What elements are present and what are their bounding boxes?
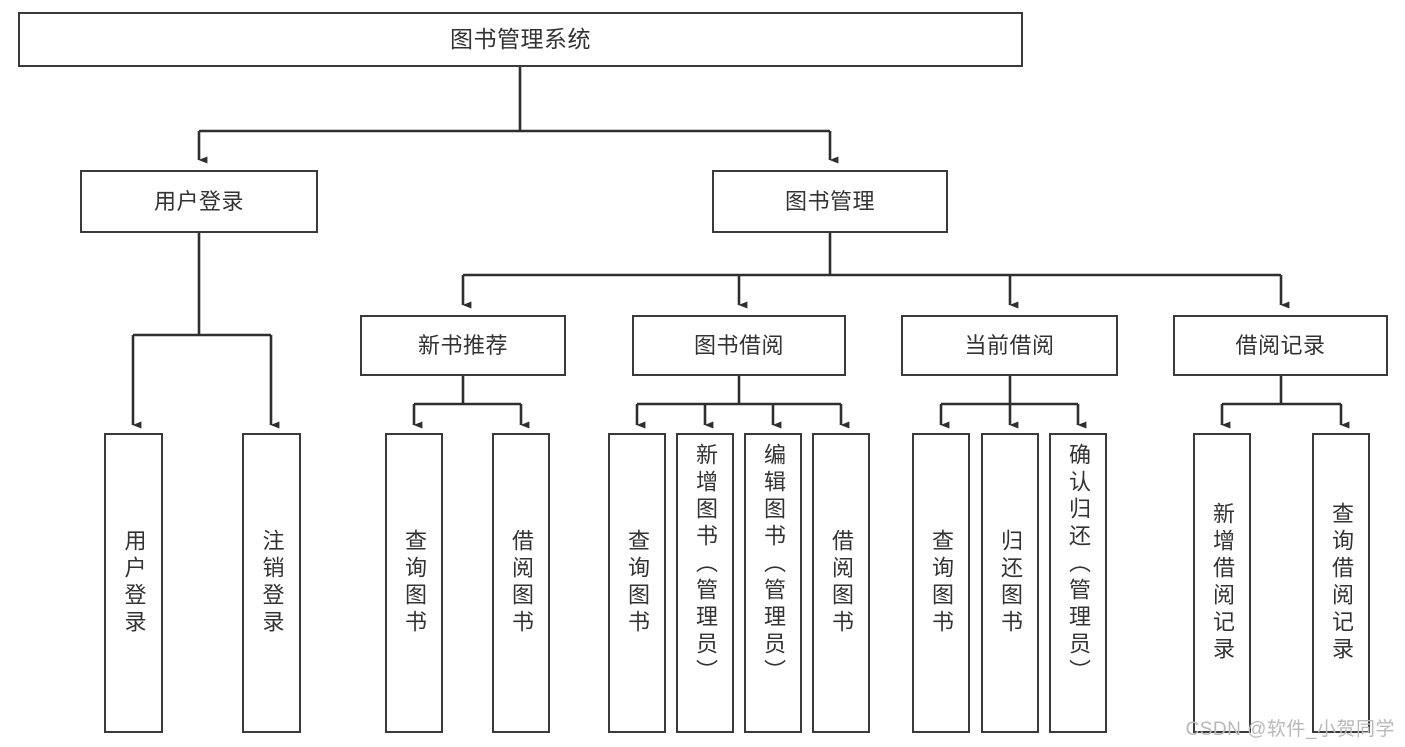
leaf-borrow-record-query-record[interactable]: 查询借阅记录 xyxy=(1312,433,1370,733)
node-label: 查询图书 xyxy=(625,529,650,637)
leaf-book-borrow-add-book-admin[interactable]: 新增图书（管理员） xyxy=(676,433,734,733)
leaf-book-borrow-borrow-book[interactable]: 借阅图书 xyxy=(812,433,870,733)
node-label: 当前借阅 xyxy=(964,332,1055,358)
node-label: 借阅记录 xyxy=(1235,332,1326,358)
node-label: 图书管理 xyxy=(784,188,875,214)
node-label: 新书推荐 xyxy=(417,332,508,358)
node-new-book-recommend[interactable]: 新书推荐 xyxy=(360,315,566,376)
node-label: 注销登录 xyxy=(259,529,285,637)
node-label: 用户登录 xyxy=(153,188,244,214)
node-label: 新增图书（管理员） xyxy=(693,443,718,686)
node-borrow-record[interactable]: 借阅记录 xyxy=(1173,315,1388,376)
leaf-new-book-borrow-book[interactable]: 借阅图书 xyxy=(492,433,550,733)
node-label: 查询借阅记录 xyxy=(1329,502,1354,664)
leaf-borrow-record-add-record[interactable]: 新增借阅记录 xyxy=(1193,433,1251,733)
node-label: 用户登录 xyxy=(121,529,147,637)
leaf-current-borrow-query-book[interactable]: 查询图书 xyxy=(912,433,970,733)
leaf-user-login-login[interactable]: 用户登录 xyxy=(104,433,163,733)
node-label: 查询图书 xyxy=(929,529,954,637)
node-label: 编辑图书（管理员） xyxy=(761,443,786,686)
node-label: 图书管理系统 xyxy=(450,25,591,52)
node-label: 借阅图书 xyxy=(829,529,854,637)
leaf-book-borrow-edit-book-admin[interactable]: 编辑图书（管理员） xyxy=(744,433,802,733)
leaf-book-borrow-query-book[interactable]: 查询图书 xyxy=(608,433,666,733)
node-book-management[interactable]: 图书管理 xyxy=(712,170,948,233)
node-book-borrow[interactable]: 图书借阅 xyxy=(632,315,846,376)
node-user-login[interactable]: 用户登录 xyxy=(80,170,318,233)
node-label: 查询图书 xyxy=(402,529,427,637)
leaf-current-borrow-return-book[interactable]: 归还图书 xyxy=(981,433,1039,733)
node-label: 确认归还（管理员） xyxy=(1066,443,1091,686)
node-label: 新增借阅记录 xyxy=(1210,502,1235,664)
node-label: 借阅图书 xyxy=(509,529,534,637)
watermark-text: CSDN @软件_小贺同学 xyxy=(1185,719,1395,740)
node-label: 归还图书 xyxy=(998,529,1023,637)
leaf-user-login-logout[interactable]: 注销登录 xyxy=(242,433,301,733)
node-root-book-management-system[interactable]: 图书管理系统 xyxy=(18,12,1023,67)
node-current-borrow[interactable]: 当前借阅 xyxy=(901,315,1118,376)
leaf-new-book-query-book[interactable]: 查询图书 xyxy=(385,433,443,733)
leaf-current-borrow-confirm-return-admin[interactable]: 确认归还（管理员） xyxy=(1049,433,1107,733)
node-label: 图书借阅 xyxy=(693,332,784,358)
